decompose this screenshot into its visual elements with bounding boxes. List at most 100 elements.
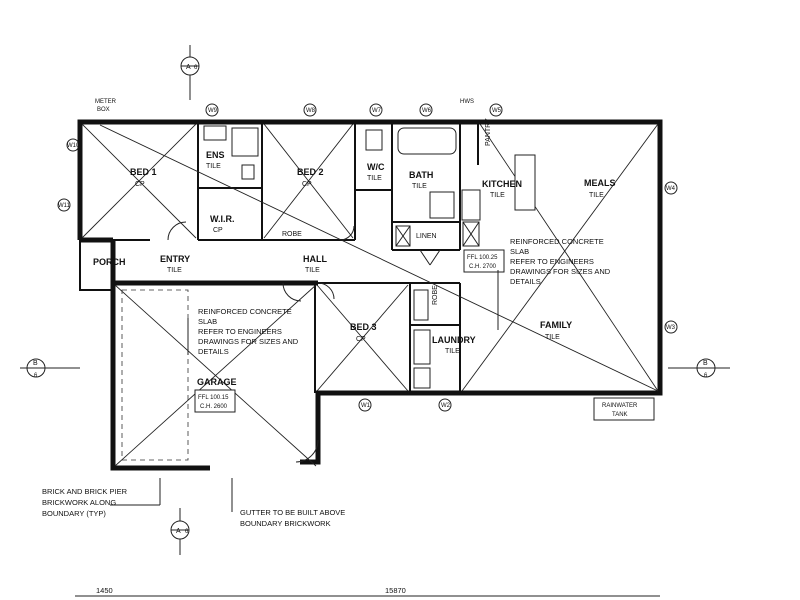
room-finish-laundry: TILE — [445, 348, 460, 355]
house-ffl: FFL 100.25 — [467, 255, 498, 261]
slab-house-line-5: DETAILS — [510, 277, 541, 286]
section-a-top-sheet: 6 — [194, 65, 198, 71]
section-a-bottom-sheet: 6 — [185, 529, 189, 535]
room-finish-meals: TILE — [589, 192, 604, 199]
window-tag-w9: W9 — [208, 108, 218, 114]
room-finish-wc: TILE — [367, 175, 382, 182]
section-b-right-letter: B — [703, 360, 708, 367]
room-name-porch: PORCH — [93, 257, 126, 267]
room-name-wir: W.I.R. — [210, 214, 235, 224]
room-name-bed1: BED 1 — [130, 167, 157, 177]
window-tags: W9 W8 W7 W6 W5 W10 W11 W4 W3 W1 W2 — [57, 103, 678, 412]
rainwater-tank: RAINWATER TANK — [593, 397, 655, 421]
room-name-robe1: ROBE — [282, 231, 302, 238]
room-name-family: FAMILY — [540, 320, 572, 330]
hws-label: HWS — [460, 99, 474, 105]
kitchen-cooktop — [461, 189, 481, 221]
room-name-meals: MEALS — [584, 178, 616, 188]
bed3-robe — [413, 289, 429, 321]
section-a-bottom-letter: A — [176, 528, 181, 535]
room-name-laundry: LAUNDRY — [432, 335, 476, 345]
slab-house-line-2: SLAB — [510, 247, 529, 256]
slab-house-line-4: DRAWINGS FOR SIZES AND — [510, 267, 611, 276]
laundry-machine — [413, 367, 431, 389]
room-name-pantry: PANTRY — [485, 118, 492, 146]
brick-note-line-2: BRICKWORK ALONG — [42, 498, 116, 507]
room-finish-hall: TILE — [305, 267, 320, 274]
window-tag-w1: W1 — [361, 403, 371, 409]
room-name-bed3: BED 3 — [350, 322, 377, 332]
ensuite-basin — [203, 125, 227, 141]
room-name-ens: ENS — [206, 150, 225, 160]
dimension-line-bottom: 1450 15870 — [75, 586, 660, 597]
brick-note-line-3: BOUNDARY (TYP) — [42, 509, 106, 518]
window-tag-w7: W7 — [372, 108, 382, 114]
garage-ch: C.H. 2600 — [200, 404, 228, 410]
room-finish-bed1: CP — [135, 181, 145, 188]
section-marker-b-left: B 6 — [20, 358, 80, 379]
room-finish-kitchen: TILE — [490, 192, 505, 199]
section-b-left-letter: B — [33, 360, 38, 367]
room-finish-wir: CP — [213, 227, 223, 234]
house-ch: C.H. 2700 — [469, 264, 497, 270]
window-tag-w5: W5 — [492, 108, 502, 114]
laundry-tub — [413, 329, 431, 365]
room-finish-entry: TILE — [167, 267, 182, 274]
gutter-note-line-1: GUTTER TO BE BUILT ABOVE — [240, 508, 345, 517]
brick-note: BRICK AND BRICK PIER BRICKWORK ALONG BOU… — [42, 478, 161, 518]
room-name-kitchen: KITCHEN — [482, 179, 522, 189]
window-tag-w8: W8 — [306, 108, 316, 114]
dimension-main: 15870 — [385, 586, 406, 595]
gutter-note-line-2: BOUNDARY BRICKWORK — [240, 519, 331, 528]
ensuite-shower — [231, 127, 259, 157]
ensuite-toilet — [241, 164, 255, 180]
dimension-left: 1450 — [96, 586, 113, 595]
bath-tub — [397, 127, 457, 155]
room-name-hall: HALL — [303, 254, 327, 264]
garage-ffl: FFL 100.15 — [198, 395, 229, 401]
window-tag-w10: W10 — [67, 143, 80, 149]
window-tag-w6: W6 — [422, 108, 432, 114]
section-marker-b-right: B 6 — [668, 358, 730, 379]
section-a-top-letter: A — [186, 64, 191, 71]
section-marker-a-top: A 6 — [180, 45, 200, 100]
slab-garage-line-3: REFER TO ENGINEERS — [198, 327, 282, 336]
room-name-robe3: ROBE — [432, 285, 439, 305]
window-tag-w4: W4 — [666, 186, 676, 192]
garage-level-box: FFL 100.15 C.H. 2600 — [194, 389, 236, 413]
slab-garage-line-1: REINFORCED CONCRETE — [198, 307, 292, 316]
wc-toilet — [365, 129, 383, 151]
section-b-right-sheet: 6 — [704, 373, 708, 379]
room-name-bath: BATH — [409, 170, 433, 180]
room-name-entry: ENTRY — [160, 254, 190, 264]
slab-note-garage: REINFORCED CONCRETE SLAB REFER TO ENGINE… — [187, 307, 299, 356]
room-finish-bath: TILE — [412, 183, 427, 190]
brick-note-line-1: BRICK AND BRICK PIER — [42, 487, 128, 496]
room-finish-ens: TILE — [206, 163, 221, 170]
room-name-linen: LINEN — [416, 233, 437, 240]
section-b-left-sheet: 6 — [34, 373, 38, 379]
window-tag-w2: W2 — [441, 403, 451, 409]
section-marker-a-bottom: A 6 — [170, 508, 190, 555]
fixtures — [203, 125, 536, 389]
room-finish-bed3: CP — [356, 336, 366, 343]
room-finish-family: TILE — [545, 334, 560, 341]
room-diagonals — [81, 123, 659, 467]
slab-garage-line-4: DRAWINGS FOR SIZES AND — [198, 337, 299, 346]
gutter-note: GUTTER TO BE BUILT ABOVE BOUNDARY BRICKW… — [231, 478, 345, 528]
garage-car-space — [121, 289, 189, 461]
kitchen-island — [514, 154, 536, 211]
slab-house-line-1: REINFORCED CONCRETE — [510, 237, 604, 246]
internal-walls — [80, 122, 479, 393]
slab-note-house: REINFORCED CONCRETE SLAB REFER TO ENGINE… — [497, 237, 611, 330]
room-finish-bed2: CP — [302, 181, 312, 188]
tank-label-2: TANK — [612, 412, 628, 418]
room-name-garage: GARAGE — [197, 377, 237, 387]
slab-house-line-3: REFER TO ENGINEERS — [510, 257, 594, 266]
slab-garage-line-5: DETAILS — [198, 347, 229, 356]
room-name-bed2: BED 2 — [297, 167, 324, 177]
bath-shower — [429, 191, 455, 219]
meter-box-label-1: METER — [95, 99, 117, 105]
room-labels: BED 1 CP ENS TILE W.I.R. CP ROBE BED 2 C… — [93, 118, 616, 387]
